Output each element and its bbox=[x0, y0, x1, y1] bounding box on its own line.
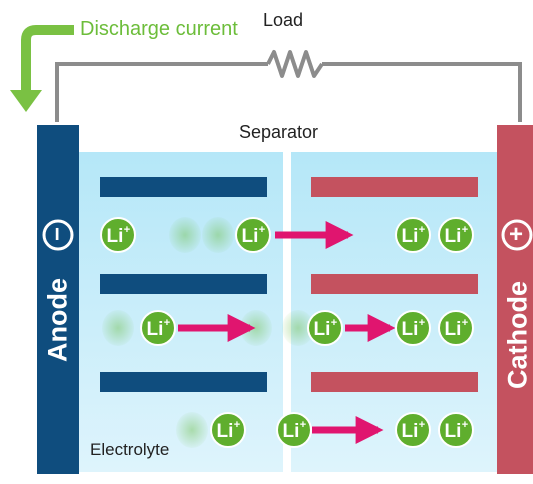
svg-text:Li: Li bbox=[445, 421, 462, 442]
svg-text:Li: Li bbox=[107, 226, 124, 247]
ion-trail bbox=[102, 310, 134, 346]
anode-plate bbox=[100, 177, 267, 197]
svg-text:Li: Li bbox=[402, 319, 419, 340]
lithium-ion-icon: Li+ bbox=[439, 311, 473, 345]
svg-text:+: + bbox=[419, 317, 425, 329]
svg-text:Li: Li bbox=[402, 226, 419, 247]
load-label: Load bbox=[263, 10, 303, 31]
lithium-ion-icon: Li+ bbox=[439, 218, 473, 252]
svg-text:+: + bbox=[419, 419, 425, 431]
lithium-ion-icon: Li+ bbox=[396, 311, 430, 345]
svg-text:+: + bbox=[462, 317, 468, 329]
lithium-ion-icon: Li+ bbox=[277, 413, 311, 447]
svg-text:Li: Li bbox=[147, 319, 164, 340]
anode-plate bbox=[100, 274, 267, 294]
ion-trail bbox=[176, 412, 208, 448]
cathode-sign: + bbox=[509, 221, 523, 249]
resistor-load-icon bbox=[268, 52, 322, 76]
svg-text:Li: Li bbox=[445, 319, 462, 340]
lithium-ion-icon: Li+ bbox=[101, 218, 135, 252]
svg-text:Li: Li bbox=[445, 226, 462, 247]
svg-text:Li: Li bbox=[217, 421, 234, 442]
cathode-label: Cathode bbox=[503, 281, 533, 389]
cathode-plate bbox=[311, 177, 478, 197]
svg-text:+: + bbox=[300, 419, 306, 431]
svg-text:Li: Li bbox=[314, 319, 331, 340]
svg-text:+: + bbox=[331, 317, 337, 329]
svg-text:+: + bbox=[462, 419, 468, 431]
discharge-current-label: Discharge current bbox=[80, 18, 238, 41]
lithium-ion-icon: Li+ bbox=[211, 413, 245, 447]
electrolyte-label: Electrolyte bbox=[90, 440, 169, 460]
svg-text:+: + bbox=[259, 224, 265, 236]
lithium-ion-icon: Li+ bbox=[141, 311, 175, 345]
ion-trail bbox=[169, 217, 201, 253]
lithium-ion-icon: Li+ bbox=[439, 413, 473, 447]
lithium-ion-icon: Li+ bbox=[396, 413, 430, 447]
lithium-ion-icon: Li+ bbox=[236, 218, 270, 252]
svg-text:Li: Li bbox=[242, 226, 259, 247]
separator-label: Separator bbox=[239, 122, 318, 143]
svg-text:Li: Li bbox=[283, 421, 300, 442]
svg-text:+: + bbox=[419, 224, 425, 236]
anode-plate bbox=[100, 372, 267, 392]
svg-text:+: + bbox=[164, 317, 170, 329]
svg-text:+: + bbox=[234, 419, 240, 431]
circuit-wire bbox=[57, 64, 520, 122]
lithium-ion-icon: Li+ bbox=[396, 218, 430, 252]
svg-text:+: + bbox=[462, 224, 468, 236]
discharge-arrow-icon bbox=[10, 30, 74, 112]
ion-trail bbox=[202, 217, 234, 253]
svg-text:Li: Li bbox=[402, 421, 419, 442]
cathode-plate bbox=[311, 372, 478, 392]
anode-sign: − bbox=[44, 227, 72, 241]
anode-label: Anode bbox=[43, 278, 74, 362]
lithium-ion-icon: Li+ bbox=[308, 311, 342, 345]
svg-text:+: + bbox=[124, 224, 130, 236]
cathode-plate bbox=[311, 274, 478, 294]
